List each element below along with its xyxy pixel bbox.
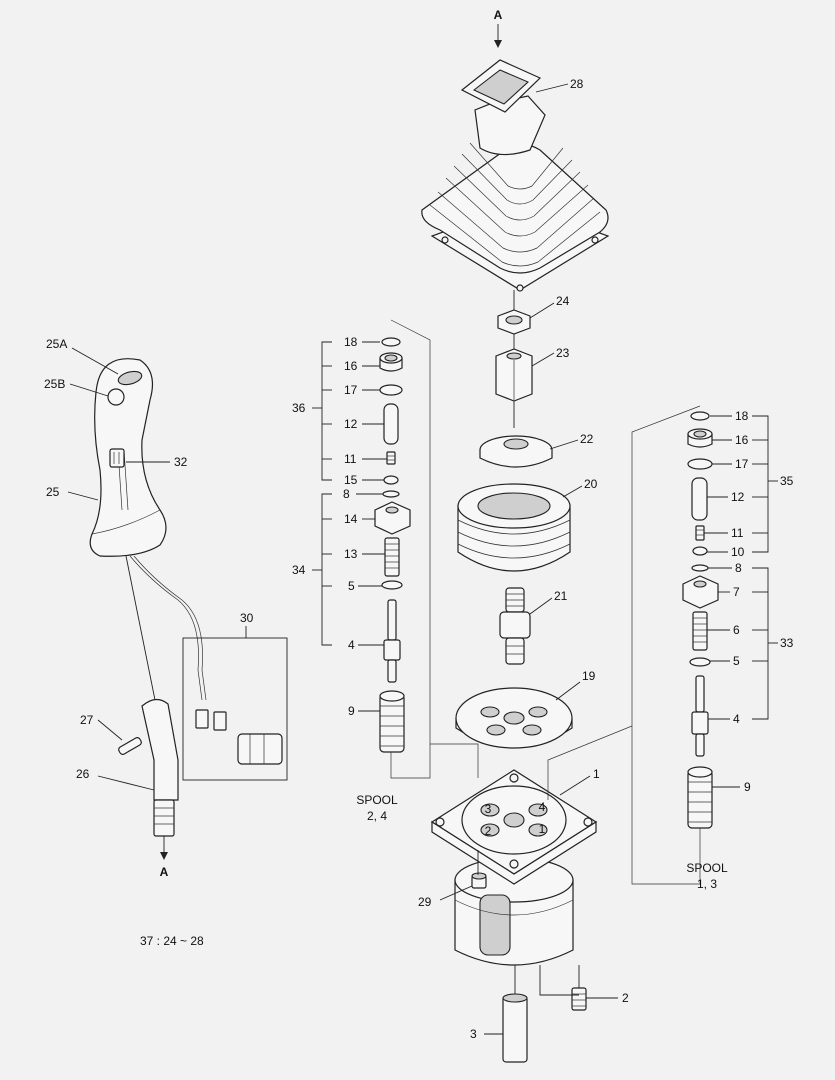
part-label-p32: 32	[174, 455, 188, 469]
part-label-p2: 2	[622, 991, 629, 1005]
part-label-p18r: 18	[735, 409, 749, 423]
part-label-p1: 1	[593, 767, 600, 781]
part-label-p27: 27	[80, 713, 94, 727]
part-label-line1: SPOOL	[686, 861, 728, 875]
part-label-p35: 35	[780, 474, 794, 488]
part-label-p10: 10	[731, 545, 745, 559]
part-label-port4: 4	[539, 800, 546, 814]
part-label-p29: 29	[418, 895, 432, 909]
plug-29	[471, 872, 487, 889]
part-label-port2: 2	[485, 824, 492, 838]
part-label-p9r: 9	[744, 780, 751, 794]
bushing-3	[502, 993, 528, 1063]
part-label-p4r: 4	[733, 712, 740, 726]
part-label-p24: 24	[556, 294, 570, 308]
part-label-p34: 34	[292, 563, 306, 577]
part-label-p9l: 9	[348, 704, 355, 718]
part-label-p25a: 25A	[46, 337, 67, 351]
part-label-p30: 30	[240, 611, 254, 625]
part-label-line2: 1, 3	[697, 877, 717, 891]
spool-assembly-left	[374, 337, 411, 753]
part-label-line2: 2, 4	[367, 809, 387, 823]
part-label-p19: 19	[582, 669, 596, 683]
part-label-p11r: 11	[731, 526, 744, 540]
part-label-view_marker: A	[494, 8, 503, 22]
valve-body-1	[430, 769, 598, 966]
handle-25	[89, 358, 167, 557]
part-label-view_marker: A	[160, 865, 169, 879]
part-label-p33: 33	[780, 636, 794, 650]
part-label-line1: SPOOL	[356, 793, 398, 807]
joint-21	[499, 587, 531, 665]
part-label-p7: 7	[733, 585, 740, 599]
part-label-p8l: 8	[343, 487, 350, 501]
part-label-p5r: 5	[733, 654, 740, 668]
part-label-p16l: 16	[344, 359, 358, 373]
part-label-p4l: 4	[348, 638, 355, 652]
part-label-p6: 6	[733, 623, 740, 637]
nut-24	[497, 309, 531, 335]
pin-27	[118, 737, 142, 755]
disc-plate-22	[479, 435, 553, 468]
lever-26	[141, 698, 179, 837]
part-label-p13: 13	[344, 547, 358, 561]
part-label-p18l: 18	[344, 335, 358, 349]
connector-30	[182, 637, 288, 781]
part-label-p36: 36	[292, 401, 306, 415]
view-marker-bottom: A	[160, 836, 169, 879]
part-label-p21: 21	[554, 589, 568, 603]
part-label-p17l: 17	[344, 383, 358, 397]
part-label-p25b: 25B	[44, 377, 65, 391]
part-label-p20: 20	[584, 477, 598, 491]
part-label-p3: 3	[470, 1027, 477, 1041]
part-label-port3: 3	[485, 802, 492, 816]
set-screw-2	[571, 987, 587, 1011]
part-label-p16r: 16	[735, 433, 749, 447]
part-label-p5l: 5	[348, 579, 355, 593]
part-label-port1: 1	[539, 822, 546, 836]
part-label-p23: 23	[556, 346, 570, 360]
part-label-p22: 22	[580, 432, 594, 446]
boot-28	[421, 59, 610, 292]
part-label-p12r: 12	[731, 490, 745, 504]
part-label-p17r: 17	[735, 457, 749, 471]
part-label-p14: 14	[344, 512, 358, 526]
plate-19	[455, 687, 573, 749]
spool-assembly-right	[682, 411, 719, 829]
bellows-20	[457, 483, 571, 572]
part-label-p11l: 11	[344, 452, 357, 466]
part-label-p26: 26	[76, 767, 90, 781]
part-label-p25: 25	[46, 485, 60, 499]
part-label-p28: 28	[570, 77, 584, 91]
view-marker-top: A	[494, 8, 503, 48]
part-label-p15: 15	[344, 473, 358, 487]
part-label-p12l: 12	[344, 417, 358, 431]
adapter-23	[495, 348, 533, 402]
part-label-p8r: 8	[735, 561, 742, 575]
kit-note: 37 : 24 ~ 28	[140, 934, 204, 948]
